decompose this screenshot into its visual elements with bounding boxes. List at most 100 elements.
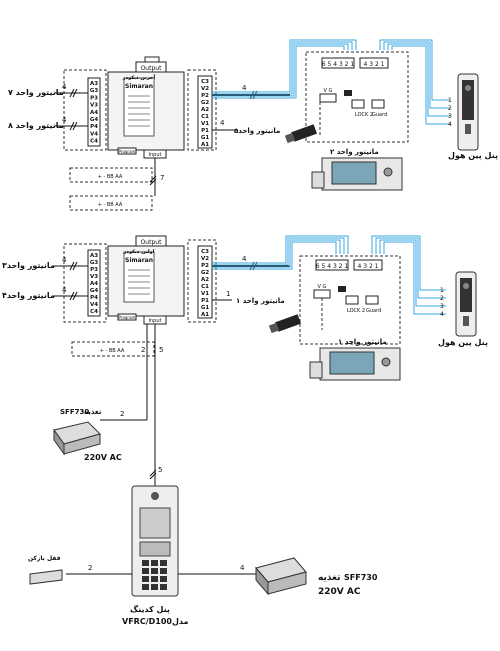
count-unit8: 4 (62, 116, 67, 124)
door-panel-top (457, 73, 479, 151)
monitor2-junction: 6 5 4 3 2 1 4 3 2 1 V G LOCK 2 Guard (305, 51, 409, 143)
terminal-label: G4 (90, 288, 99, 294)
dp-bottom-pin3: 3 (440, 303, 444, 310)
keypad-panel (131, 485, 179, 597)
bus-strip-mid-labels: + - BB AA (98, 202, 123, 208)
monitor2-jumper (344, 90, 352, 96)
count-unit5: 4 (220, 119, 225, 127)
decoder-top-program-box (117, 147, 137, 155)
terminal-label: P4 (90, 124, 98, 130)
terminal-label: C4 (90, 309, 98, 315)
decoder-top-brand: Simaran (125, 83, 153, 90)
terminal-label: G2 (201, 100, 210, 106)
terminal-label: V1 (201, 121, 209, 127)
monitor2-terminals-4-label: 4 3 2 1 (364, 61, 385, 68)
label-unit7: مانیتور واحد ۷ (8, 88, 64, 97)
dp-bottom-pin4: 4 (440, 311, 444, 318)
door-panel-top-button (465, 124, 471, 134)
bus-strip-mid: + - BB AA (69, 195, 153, 211)
terminal-label: P3 (90, 267, 98, 273)
label-unit1: مانیتور واحد ۱ (236, 297, 285, 305)
keypad-key (142, 560, 149, 566)
terminal-label: P4 (90, 295, 98, 301)
terminal-label: C1 (201, 114, 209, 120)
monitor2-lock2-label: LOCK 2 (355, 112, 373, 118)
terminal-label: P2 (201, 93, 209, 99)
monitor1-lock2-terminal (345, 295, 359, 305)
monitor-unit1-button (381, 357, 391, 367)
terminal-label: P1 (201, 298, 209, 304)
count-power-top: 2 (141, 346, 145, 354)
count-trunk-lower: 5 (158, 466, 162, 474)
monitor2-vg-terminal (319, 93, 337, 103)
monitor-unit2-screen (331, 161, 377, 185)
terminal-label: C3 (201, 79, 209, 85)
power-supply-top (53, 421, 101, 456)
label-sff-bottom: SFF730 (344, 573, 378, 582)
monitor2-junction-frame (305, 51, 409, 143)
monitor1-terminals-4-label: 4 3 2 1 (358, 263, 379, 270)
monitor2-guard-label: Guard (372, 112, 387, 118)
keypad-key (142, 568, 149, 574)
count-lock: 2 (88, 564, 92, 572)
monitor1-vg-terminal (313, 289, 331, 299)
terminal-label: A2 (201, 277, 209, 283)
keypad-key (160, 584, 167, 590)
keypad-key (160, 576, 167, 582)
terminal-label: G1 (201, 135, 210, 141)
count-unit7: 4 (62, 83, 67, 91)
dp-top-pin1: 1 (448, 97, 452, 104)
bus-strip-bottom: + - BB AA (71, 341, 155, 357)
terminal-label: P3 (90, 95, 98, 101)
power-supply-bottom (255, 557, 307, 596)
decoder-top-program-label: Program (119, 149, 136, 154)
decoder-top-output-label: Output (141, 65, 162, 72)
monitor1-junction-frame (299, 255, 401, 345)
decoder-bottom-input-label: Input (149, 318, 162, 324)
dp-bottom-pin2: 2 (440, 295, 444, 302)
label-lock: قفل بازکن (28, 555, 61, 562)
count-unit4: 4 (62, 286, 67, 294)
door-panel-bottom (455, 271, 477, 337)
keypad-camera-icon (151, 492, 159, 500)
label-sff-bottom-feed: تغذیه (318, 573, 341, 583)
decoder-bottom: Output اولین دیکودر Simaran A3G3P3V3A4G4… (63, 235, 217, 325)
keypad-key (151, 584, 158, 590)
terminal-label: A3 (90, 81, 98, 87)
terminal-label: A3 (90, 253, 98, 259)
label-unit3: مانیتور واحد۳ (2, 261, 55, 270)
door-panel-top-face (462, 80, 474, 120)
keypad-key (142, 584, 149, 590)
decoder-top-output-connector (144, 56, 160, 63)
monitor1-lock2-label: LOCK 2 (347, 308, 365, 314)
decoder-top-right-frame (187, 69, 217, 151)
monitor2-guard-terminal (371, 99, 385, 109)
terminal-label: G3 (90, 88, 99, 94)
count-unit1: 1 (226, 290, 230, 298)
monitor-unit1-handset (309, 361, 323, 379)
terminal-label: V1 (201, 291, 209, 297)
dp-top-pin3: 3 (448, 113, 452, 120)
label-monitor-unit2: مانیتور واحد ۲ (330, 148, 379, 156)
monitor1-terminals-6 (315, 259, 349, 271)
door-lock-icon (29, 569, 63, 585)
decoder-bottom-program-box (117, 313, 137, 321)
decoder-top-right-strip (197, 75, 213, 149)
bus-strip-bottom-labels: + - BB AA (100, 348, 125, 354)
dp-top-pin2: 2 (448, 105, 452, 112)
decoder-top-left-strip (87, 77, 101, 147)
keypad-display (139, 507, 171, 539)
keypad-key (151, 568, 158, 574)
monitor1-terminals-4 (353, 259, 383, 271)
monitor2-terminals-6-label: 6 5 4 3 2 1 (322, 61, 355, 68)
door-panel-top-camera (465, 85, 471, 91)
decoder-top: Output Simaran آخرین دیکودر A3G3P3V3A4G4… (63, 56, 217, 159)
door-panel-bottom-button (463, 316, 469, 326)
label-ac-bottom: 220V AC (318, 587, 361, 597)
terminal-label: V2 (201, 86, 209, 92)
